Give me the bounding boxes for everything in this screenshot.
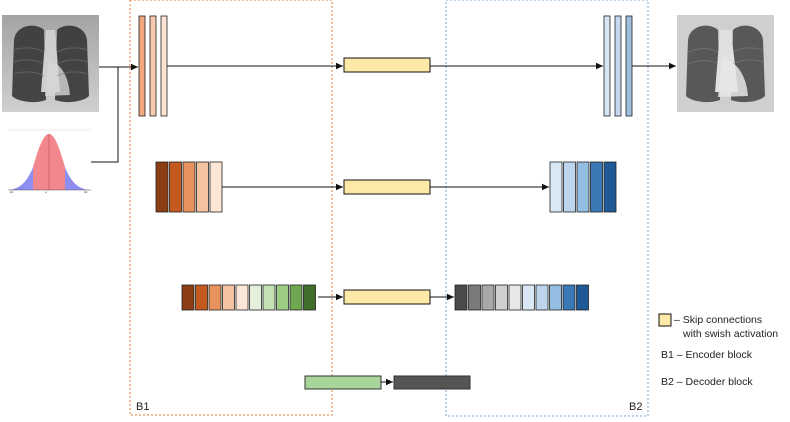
input-xray-image	[2, 15, 99, 112]
svg-text:-3σ: -3σ	[9, 190, 14, 194]
level2-decoder-block-1	[549, 161, 563, 213]
level1-decoder-blocks	[603, 15, 633, 117]
level2-skip-block	[343, 179, 431, 195]
level3-encoder-block-3	[208, 284, 222, 311]
output-xray-image	[677, 15, 774, 112]
level3-encoder-block-8	[276, 284, 289, 311]
level2-decoder-block-4	[590, 161, 603, 213]
level2-encoder-blocks	[155, 161, 223, 213]
decoder-frame-label: B2	[629, 401, 643, 413]
level3-encoder-block-9	[289, 284, 303, 311]
level2-encoder-block-5	[209, 161, 223, 213]
level3-decoder-block-2	[468, 284, 481, 311]
legend-skip-line1: – Skip connections	[674, 314, 763, 326]
level3-encoder-blocks	[181, 284, 316, 311]
level2-decoder-block-2	[563, 161, 576, 213]
level1-skip-block	[343, 57, 431, 73]
svg-text:3σ: 3σ	[84, 190, 88, 194]
svg-text:μ: μ	[45, 190, 47, 194]
level3-encoder-block-10	[303, 284, 316, 311]
level3-encoder-block-7	[262, 284, 276, 311]
bottleneck-decoder-block	[393, 375, 471, 390]
level2-encoder-block-3	[182, 161, 196, 213]
level3-decoder-block-1	[454, 284, 468, 311]
level3-decoder-block-4	[495, 284, 508, 311]
level3-decoder-block-6	[522, 284, 535, 311]
level3-decoder-block-5	[508, 284, 522, 311]
level1-encoder-blocks	[138, 15, 168, 117]
level1-encoder-block-1	[138, 15, 146, 117]
level3-encoder-block-5	[235, 284, 249, 311]
level1-encoder-block-2	[149, 15, 157, 117]
encoder-frame	[129, 0, 333, 416]
level2-encoder-block-4	[196, 161, 209, 213]
level3-decoder-block-9	[562, 284, 576, 311]
decoder-frame	[445, 0, 649, 417]
level2-decoder-block-3	[576, 161, 590, 213]
noise-distribution-image: -3σ μ 3σ	[8, 129, 91, 194]
legend-decoder: B2 – Decoder block	[661, 376, 753, 388]
level1-decoder-block-2	[614, 15, 622, 117]
level3-decoder-block-8	[549, 284, 562, 311]
encoder-frame-label: B1	[136, 401, 150, 413]
noise-connector	[91, 67, 119, 163]
level3-encoder-block-4	[222, 284, 235, 311]
legend-skip-swatch	[658, 313, 672, 327]
level2-encoder-block-2	[169, 161, 182, 213]
level2-decoder-blocks	[549, 161, 617, 213]
level3-decoder-blocks	[454, 284, 589, 311]
level3-decoder-block-10	[576, 284, 589, 311]
level3-decoder-block-7	[535, 284, 549, 311]
level3-skip-block	[343, 289, 431, 305]
legend-skip-line2: with swish activation	[683, 328, 779, 340]
bottleneck-encoder-block	[304, 375, 382, 390]
level1-decoder-block-3	[625, 15, 633, 117]
level3-encoder-block-1	[181, 284, 195, 311]
level3-encoder-block-2	[195, 284, 208, 311]
level3-encoder-block-6	[249, 284, 262, 311]
level2-decoder-block-5	[603, 161, 617, 213]
level2-encoder-block-1	[155, 161, 169, 213]
level1-encoder-block-3	[160, 15, 168, 117]
level3-decoder-block-3	[481, 284, 495, 311]
legend-encoder: B1 – Encoder block	[661, 349, 753, 361]
level1-decoder-block-1	[603, 15, 611, 117]
